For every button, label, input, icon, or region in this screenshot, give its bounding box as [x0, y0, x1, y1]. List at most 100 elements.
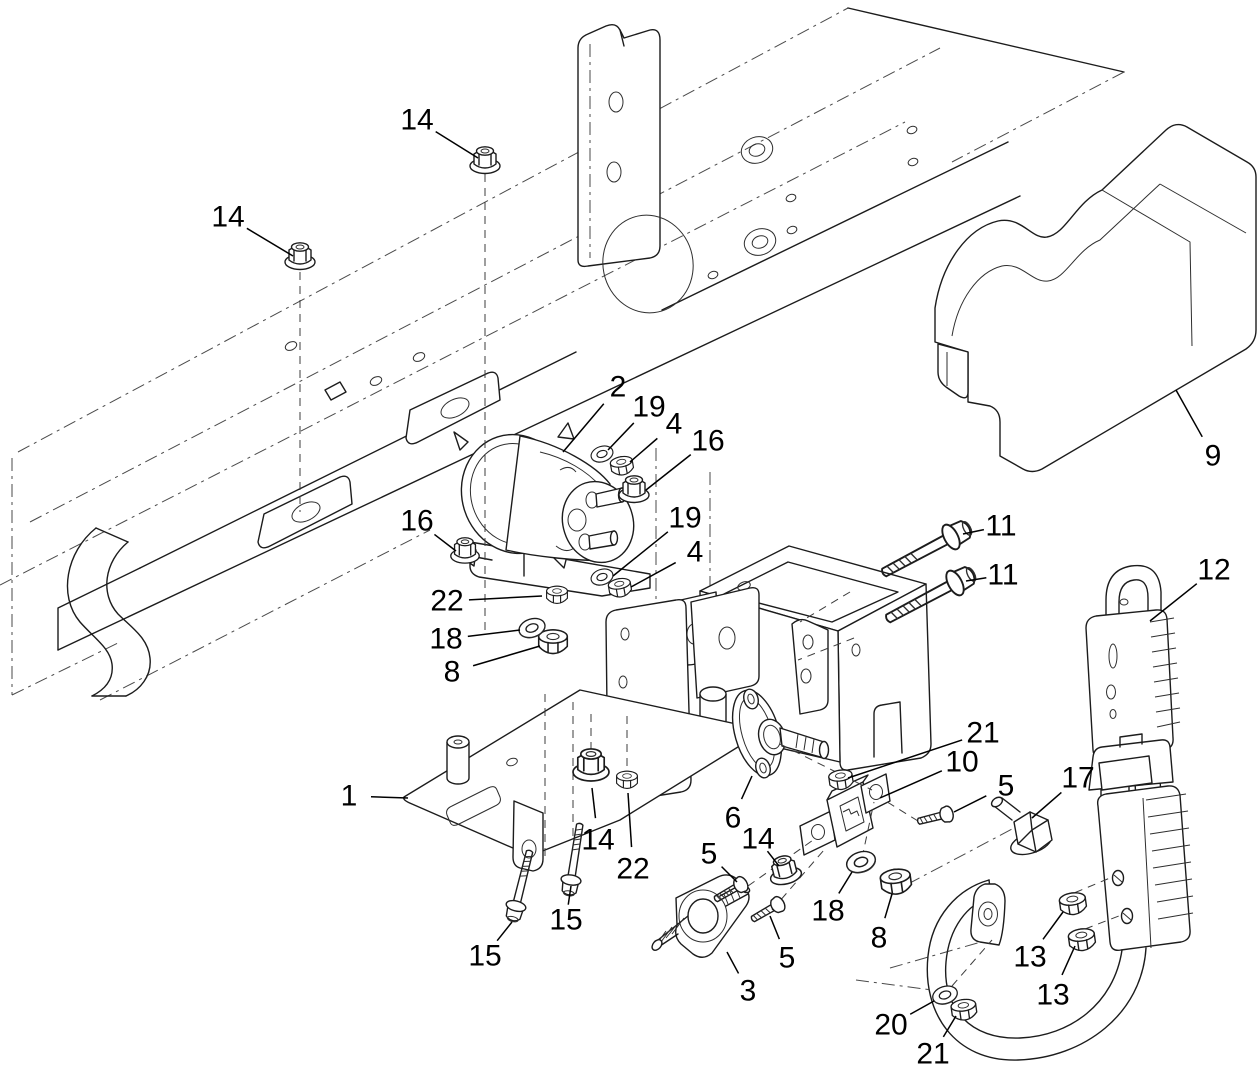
callout-leader-20-34 [909, 1000, 935, 1015]
frame-rail [57, 125, 1021, 651]
callout-5-30: 5 [998, 770, 1015, 803]
stud-insulator [731, 688, 830, 779]
callout-15-20: 15 [549, 904, 582, 937]
callout-leader-13-32 [1042, 911, 1064, 940]
flange-nut-14-icon [469, 146, 501, 175]
callout-19-3: 19 [632, 391, 665, 424]
frame-hook-bracket [66, 527, 151, 697]
callout-4-4: 4 [666, 408, 683, 441]
callout-leader-14-22 [766, 850, 780, 867]
frame-large-hole [602, 214, 694, 314]
frame-weld-tab-left [257, 475, 353, 549]
callout-10-29: 10 [945, 746, 978, 779]
callout-16-5: 16 [691, 425, 724, 458]
callout-21-35: 21 [916, 1038, 949, 1070]
callout-11-13: 11 [987, 559, 1018, 592]
callout-leader-14-17 [591, 787, 597, 819]
callout-2-2: 2 [610, 371, 627, 404]
callout-leader-21-28 [847, 739, 963, 779]
washer-18-icon [843, 847, 879, 878]
callout-4-8: 4 [687, 536, 704, 569]
callout-9-15: 9 [1205, 440, 1222, 473]
callout-leader-19-7 [612, 531, 669, 577]
callout-15-19: 15 [468, 940, 501, 973]
callout-6-27: 6 [725, 802, 742, 835]
callout-leader-18-25 [838, 871, 853, 894]
callout-leader-5-21 [721, 866, 738, 883]
callout-leader-22-18 [627, 792, 633, 848]
callout-5-23: 5 [779, 942, 796, 975]
callout-leader-15-19 [496, 921, 513, 942]
fuse-link [799, 773, 891, 856]
callout-11-12: 11 [985, 510, 1016, 543]
callout-13-32: 13 [1013, 941, 1046, 974]
callout-12-14: 12 [1197, 554, 1230, 587]
hex-nut-22-icon [546, 585, 568, 604]
callout-22-18: 22 [616, 853, 649, 886]
hex-flange-bolt [990, 796, 1053, 856]
callout-17-31: 17 [1061, 762, 1094, 795]
callout-leader-14-0 [435, 130, 479, 159]
cover [934, 123, 1257, 473]
frame-weld-tab-center [405, 371, 501, 445]
hex-nut-8-icon [878, 866, 914, 897]
callout-leader-21-35 [942, 1015, 957, 1038]
callout-14-0: 14 [400, 104, 433, 137]
callout-16-6: 16 [400, 505, 433, 538]
callout-8-26: 8 [871, 922, 888, 955]
callout-leader-11-12 [962, 528, 985, 535]
callout-leader-12-14 [1149, 583, 1198, 622]
callout-leader-16-6 [433, 533, 457, 552]
callout-leader-11-13 [965, 576, 987, 582]
callout-21-28: 21 [966, 717, 999, 750]
solenoid [453, 422, 651, 597]
callout-1-16: 1 [341, 780, 358, 813]
flange-nut-14-icon [284, 242, 316, 271]
callout-leader-15-20 [567, 885, 572, 905]
callout-leader-5-30 [953, 795, 987, 813]
screw-5-icon [915, 804, 956, 831]
battery-cable-assembly [926, 733, 1194, 1061]
callout-3-24: 3 [740, 975, 757, 1008]
callout-19-7: 19 [668, 502, 701, 535]
callout-leader-2-2 [562, 403, 605, 453]
callout-22-9: 22 [430, 585, 463, 618]
callout-leader-4-4 [629, 437, 658, 463]
callout-leader-19-3 [607, 422, 635, 451]
callout-leader-6-27 [740, 775, 753, 800]
flange-nut-16-icon [618, 475, 650, 504]
callout-14-1: 14 [211, 201, 244, 234]
callout-leader-14-1 [246, 227, 294, 257]
callout-leader-8-11 [472, 645, 541, 667]
screw-5-icon [747, 893, 789, 928]
callout-leader-5-23 [769, 915, 781, 940]
callout-14-22: 14 [741, 823, 774, 856]
callout-leader-10-29 [879, 770, 943, 799]
centerlines [299, 174, 1125, 987]
hex-nut-21-icon [827, 767, 855, 792]
frame-phantom-lines [0, 7, 1125, 991]
callout-leader-16-5 [645, 454, 692, 491]
hex-nut-13-icon [1066, 926, 1098, 953]
callout-5-21: 5 [701, 838, 718, 871]
frame-strap [577, 23, 661, 268]
callout-18-25: 18 [811, 895, 844, 928]
callout-14-17: 14 [581, 824, 614, 857]
callout-leader-9-15 [1175, 389, 1203, 438]
hex-nut-22-icon [616, 770, 638, 789]
callout-8-11: 8 [444, 656, 461, 689]
callout-leader-4-8 [630, 561, 677, 588]
hex-nut-4-icon [608, 454, 636, 478]
callout-13-33: 13 [1036, 979, 1069, 1012]
callout-leader-1-16 [370, 795, 409, 799]
callout-leader-8-26 [884, 893, 893, 919]
callout-leader-13-33 [1061, 945, 1076, 976]
hex-nut-8-icon [537, 629, 569, 655]
callout-leader-18-10 [467, 629, 521, 638]
callout-20-34: 20 [874, 1009, 907, 1042]
callout-leader-22-9 [468, 595, 543, 601]
callout-leader-17-31 [1031, 791, 1062, 819]
